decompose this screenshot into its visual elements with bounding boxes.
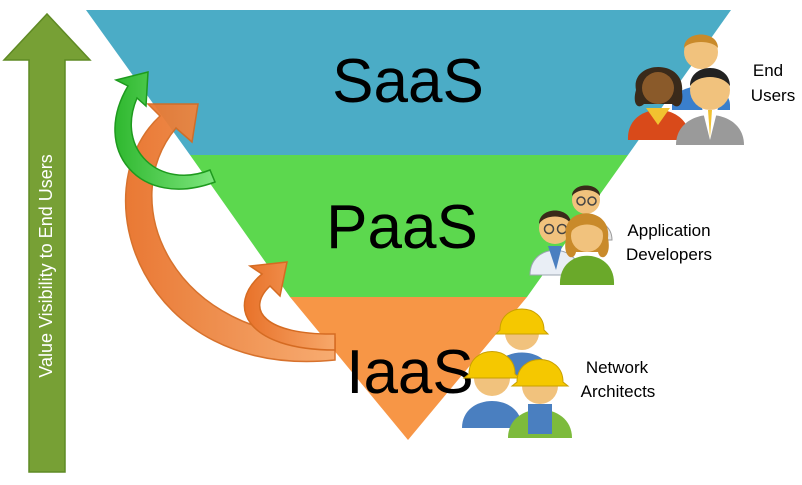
network-architects-label-line2: Architects bbox=[581, 382, 656, 401]
network-architects-icon bbox=[462, 308, 572, 438]
iaas-to-saas-arrow bbox=[124, 103, 336, 363]
axis-label: Value Visibility to End Users bbox=[36, 154, 56, 377]
saas-label: SaaS bbox=[332, 47, 484, 116]
application-developers-label-line1: Application bbox=[627, 221, 710, 240]
value-axis-arrow: Value Visibility to End Users bbox=[2, 12, 92, 473]
paas-label: PaaS bbox=[326, 193, 478, 262]
end-users-icon bbox=[627, 34, 744, 145]
iaas-to-paas-arrow bbox=[243, 261, 336, 351]
axis-arrow-shape bbox=[2, 12, 92, 473]
application-developers-icon bbox=[529, 185, 615, 285]
iaas-tier bbox=[290, 297, 527, 440]
iaas-label: IaaS bbox=[346, 338, 474, 407]
end-users-label-line1: End bbox=[753, 61, 783, 80]
paas-to-saas-arrow bbox=[113, 71, 216, 190]
tier-pyramid bbox=[86, 10, 731, 440]
flow-arrows bbox=[113, 71, 336, 363]
network-architects-label-line1: Network bbox=[586, 358, 649, 377]
paas-tier bbox=[190, 155, 628, 297]
application-developers-label-line2: Developers bbox=[626, 245, 712, 264]
saas-tier bbox=[86, 10, 731, 155]
end-users-label-line2: Users bbox=[751, 86, 795, 105]
